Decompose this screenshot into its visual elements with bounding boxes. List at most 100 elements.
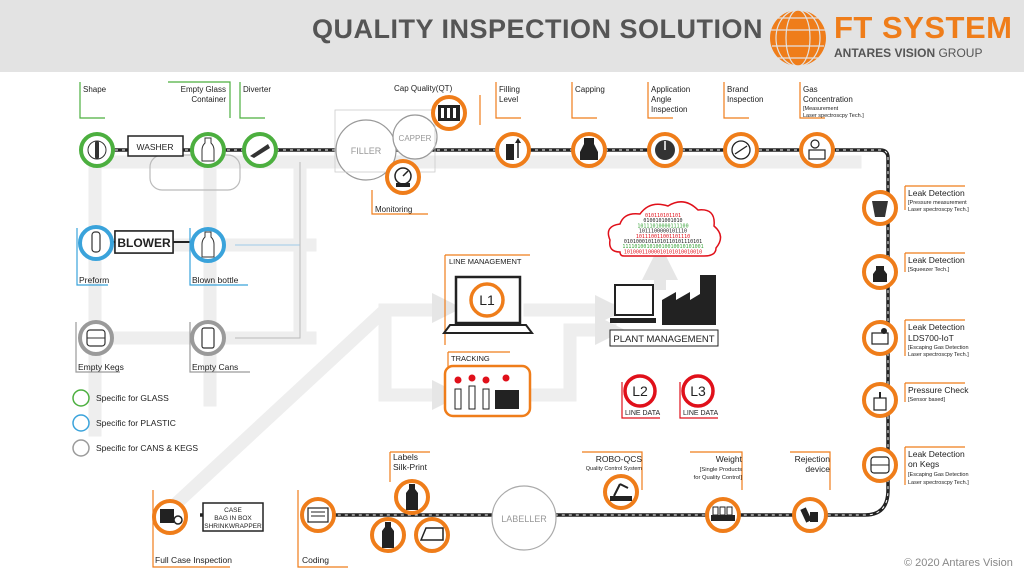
box-magnifier-icon	[160, 509, 183, 525]
coding-label: Coding	[302, 555, 329, 565]
empty-cans-label: Empty Cans	[192, 362, 238, 372]
line-mgmt-label: LINE MANAGEMENT	[449, 257, 522, 266]
station-diverter: Diverter	[239, 82, 278, 168]
l1-badge	[469, 282, 505, 318]
empty-kegs-label: Empty Kegs	[78, 362, 124, 372]
case-box	[202, 502, 264, 532]
rejection-label-2: device	[805, 464, 830, 474]
station-filling-level: Filling Level	[495, 82, 531, 168]
station-pressure-check: Pressure Check [Sensor based]	[862, 382, 969, 418]
legend-plastic-label: Specific for PLASTIC	[96, 418, 176, 428]
leak2-sub1: [Squeezer Tech.]	[908, 267, 950, 273]
plant-mgmt-box	[609, 329, 719, 347]
coding-printer-icon	[307, 507, 329, 523]
cloud-binary-line: 111101001010010010010101001	[622, 244, 703, 250]
station-blown-bottle: Blown bottle	[189, 227, 248, 286]
leak-cup-icon	[872, 201, 888, 217]
l2-badge-group: L2 LINE DATA	[621, 374, 660, 419]
legend-cans-label: Specific for CANS & KEGS	[96, 443, 198, 453]
kegs-title2: on Kegs	[908, 459, 939, 469]
station-application-angle: Application Angle Inspection	[647, 82, 690, 168]
station-empty-glass: Empty Glass Container	[168, 81, 231, 168]
washer-box	[127, 135, 184, 157]
l1-label: L1	[479, 292, 495, 308]
blown-bottle-label: Blown bottle	[192, 275, 239, 285]
leak1-sub1: [Pressure measurement	[908, 200, 967, 206]
cans-link-line	[235, 162, 301, 339]
filling-level-icon	[506, 138, 521, 160]
cloud-binary-line: 1011100000101110	[639, 229, 687, 235]
app-angle-label-3: Inspection	[651, 105, 687, 114]
station-monitoring: Monitoring	[371, 159, 428, 215]
preform-label: Preform	[79, 275, 109, 285]
capping-label: Capping	[575, 85, 605, 94]
gas-label-2: Concentration	[803, 95, 853, 104]
l2-badge	[623, 374, 657, 408]
station-rejection: Rejection device	[790, 451, 831, 533]
station-brand-inspection: Brand Inspection	[723, 82, 763, 168]
cap-quality-label: Cap Quality(QT)	[394, 84, 453, 93]
station-leak-squeezer: Leak Detection [Squeezer Tech.]	[862, 252, 965, 290]
kegs-sub1: [Escaping Gas Detection	[908, 472, 969, 478]
case-label-2: BAG IN BOX	[214, 515, 252, 522]
preform-icon	[91, 231, 101, 253]
rejection-label-1: Rejection	[795, 454, 831, 464]
station-capping: Capping	[571, 82, 607, 168]
leak3-sub2: Laser spectroscpy Tech.]	[908, 352, 969, 358]
gas-label-1: Gas	[803, 85, 818, 94]
squeezer-icon	[873, 266, 887, 282]
filler-capper-frame	[334, 109, 436, 173]
l3-label: L3	[690, 383, 706, 399]
full-case-label: Full Case Inspection	[155, 555, 232, 565]
page-title: QUALITY INSPECTION SOLUTION	[312, 14, 764, 44]
rejection-icon	[800, 507, 818, 523]
leak1-title: Leak Detection	[908, 188, 965, 198]
filling-label-1: Filling	[499, 85, 520, 94]
labeller-wheel	[491, 485, 557, 551]
line-management: LINE MANAGEMENT L1	[442, 254, 534, 345]
brand-insp-label-1: Brand	[727, 85, 748, 94]
legend-cans-swatch	[72, 439, 90, 457]
legend-plastic-swatch	[72, 414, 90, 432]
gas-label-4: Laser spectroscpy Tech.]	[803, 113, 864, 119]
legend: Specific for GLASS Specific for PLASTIC …	[72, 389, 198, 457]
plant-management: PLANT MANAGEMENT	[609, 275, 719, 347]
brand-stamp-icon	[731, 140, 751, 160]
l2-label: L2	[632, 383, 648, 399]
kegs-sub2: Laser spectroscpy Tech.]	[908, 480, 969, 486]
cap-quality-icon	[438, 105, 460, 121]
cloud-binary-line: 0100101001010	[643, 218, 682, 224]
station-robo-qcs: ROBO-QCS Quality Control System	[582, 451, 643, 510]
factory-icon	[662, 275, 716, 325]
blower-label-front: BLOWER	[117, 236, 171, 250]
station-leak-pressure: Leak Detection [Pressure measurement Las…	[862, 185, 969, 226]
station-gas-concentration: Gas Concentration [Measurement Laser spe…	[799, 82, 864, 168]
cloud-binary-line: 101110011001101110	[636, 234, 690, 240]
empty-keg-icon	[86, 329, 106, 347]
computer-icon	[610, 284, 656, 323]
brand-subtitle: ANTARES VISION GROUP	[834, 46, 983, 60]
station-shape: Shape	[79, 82, 115, 168]
can-icon	[201, 327, 215, 349]
capping-icon	[580, 138, 598, 160]
cloud-binary-text: 0101101011010100101001010101110100001111…	[622, 213, 703, 255]
gauge-icon	[394, 167, 412, 187]
station-labels-silkprint: Labels Silk-Print	[370, 451, 450, 553]
station-leak-kegs: Leak Detection on Kegs [Escaping Gas Det…	[862, 446, 969, 486]
label-bottle-icon	[406, 484, 418, 510]
blower-link-line	[235, 162, 301, 246]
gas-label-3: [Measurement	[803, 106, 839, 112]
silk-bottle-icon	[382, 522, 394, 548]
leak3-title2: LDS700-IoT	[908, 333, 954, 343]
bottle-icon	[201, 137, 215, 162]
labels-label-1: Labels	[393, 452, 418, 462]
robot-arm-icon	[610, 483, 632, 501]
angle-dial-icon	[655, 140, 675, 160]
labeller-label: LABELLER	[501, 514, 547, 524]
pressure-sub: [Sensor based]	[908, 397, 945, 403]
brand-logo-text: FT SYSTEM	[834, 10, 1013, 45]
tracking: TRACKING	[443, 351, 532, 418]
plant-mgmt-label: PLANT MANAGEMENT	[613, 334, 714, 345]
keg-icon	[870, 456, 890, 474]
l3-badge-group: L3 LINE DATA	[679, 374, 718, 419]
